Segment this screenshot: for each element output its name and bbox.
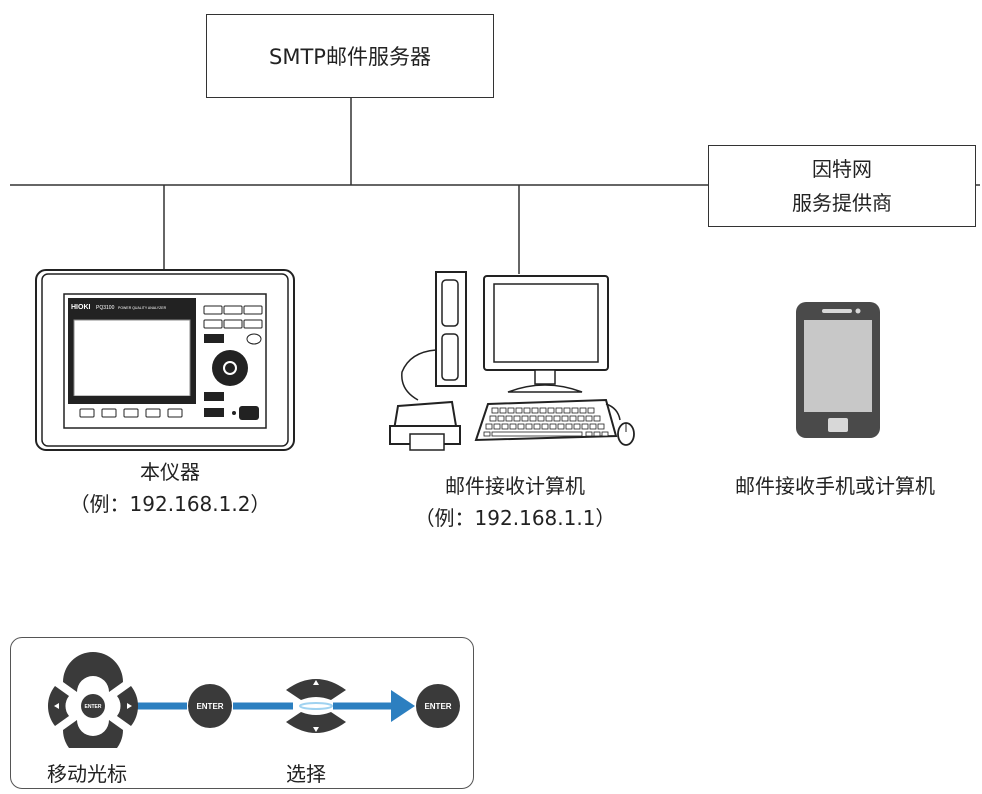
instrument-device: HIOKI PQ3100 POWER QUALITY ANALYZER: [35, 269, 295, 451]
instrument-name: 本仪器: [140, 460, 200, 484]
svg-text:ENTER: ENTER: [196, 702, 223, 711]
operation-flow: ENTER ENTER ENTER: [47, 652, 460, 748]
instrument-label: 本仪器 （例：192.168.1.2）: [40, 456, 300, 520]
pc-name: 邮件接收计算机: [445, 474, 585, 498]
pc-illustration: [389, 271, 635, 451]
isp-box: 因特网 服务提供商: [708, 145, 976, 227]
cursor-pad-icon: ENTER: [47, 652, 139, 748]
instrument-model: PQ3100: [96, 305, 115, 311]
isp-line1: 因特网: [812, 157, 872, 181]
svg-text:ENTER: ENTER: [85, 704, 102, 710]
legend-select: 选择: [286, 762, 326, 786]
phone-name: 邮件接收手机或计算机: [735, 474, 935, 498]
enter-button-icon-2: ENTER: [416, 684, 460, 728]
legend-move-cursor: 移动光标: [47, 762, 127, 786]
instrument-ip: （例：192.168.1.2）: [69, 492, 271, 516]
pc-ip: （例：192.168.1.1）: [414, 506, 616, 530]
isp-line2: 服务提供商: [792, 191, 892, 215]
smtp-server-label: SMTP邮件服务器: [269, 45, 431, 69]
pc-label: 邮件接收计算机 （例：192.168.1.1）: [385, 470, 645, 534]
operation-legend: ENTER ENTER ENTER 移动光标 选择: [10, 637, 474, 789]
instrument-subtitle: POWER QUALITY ANALYZER: [118, 306, 167, 310]
smartphone-icon: [796, 302, 880, 438]
instrument-brand: HIOKI: [71, 304, 91, 311]
smtp-server-box: SMTP邮件服务器: [206, 14, 494, 98]
phone-label: 邮件接收手机或计算机: [700, 470, 970, 502]
svg-text:ENTER: ENTER: [424, 702, 451, 711]
enter-button-icon-1: ENTER: [188, 684, 232, 728]
up-down-selector-icon: [286, 679, 346, 733]
